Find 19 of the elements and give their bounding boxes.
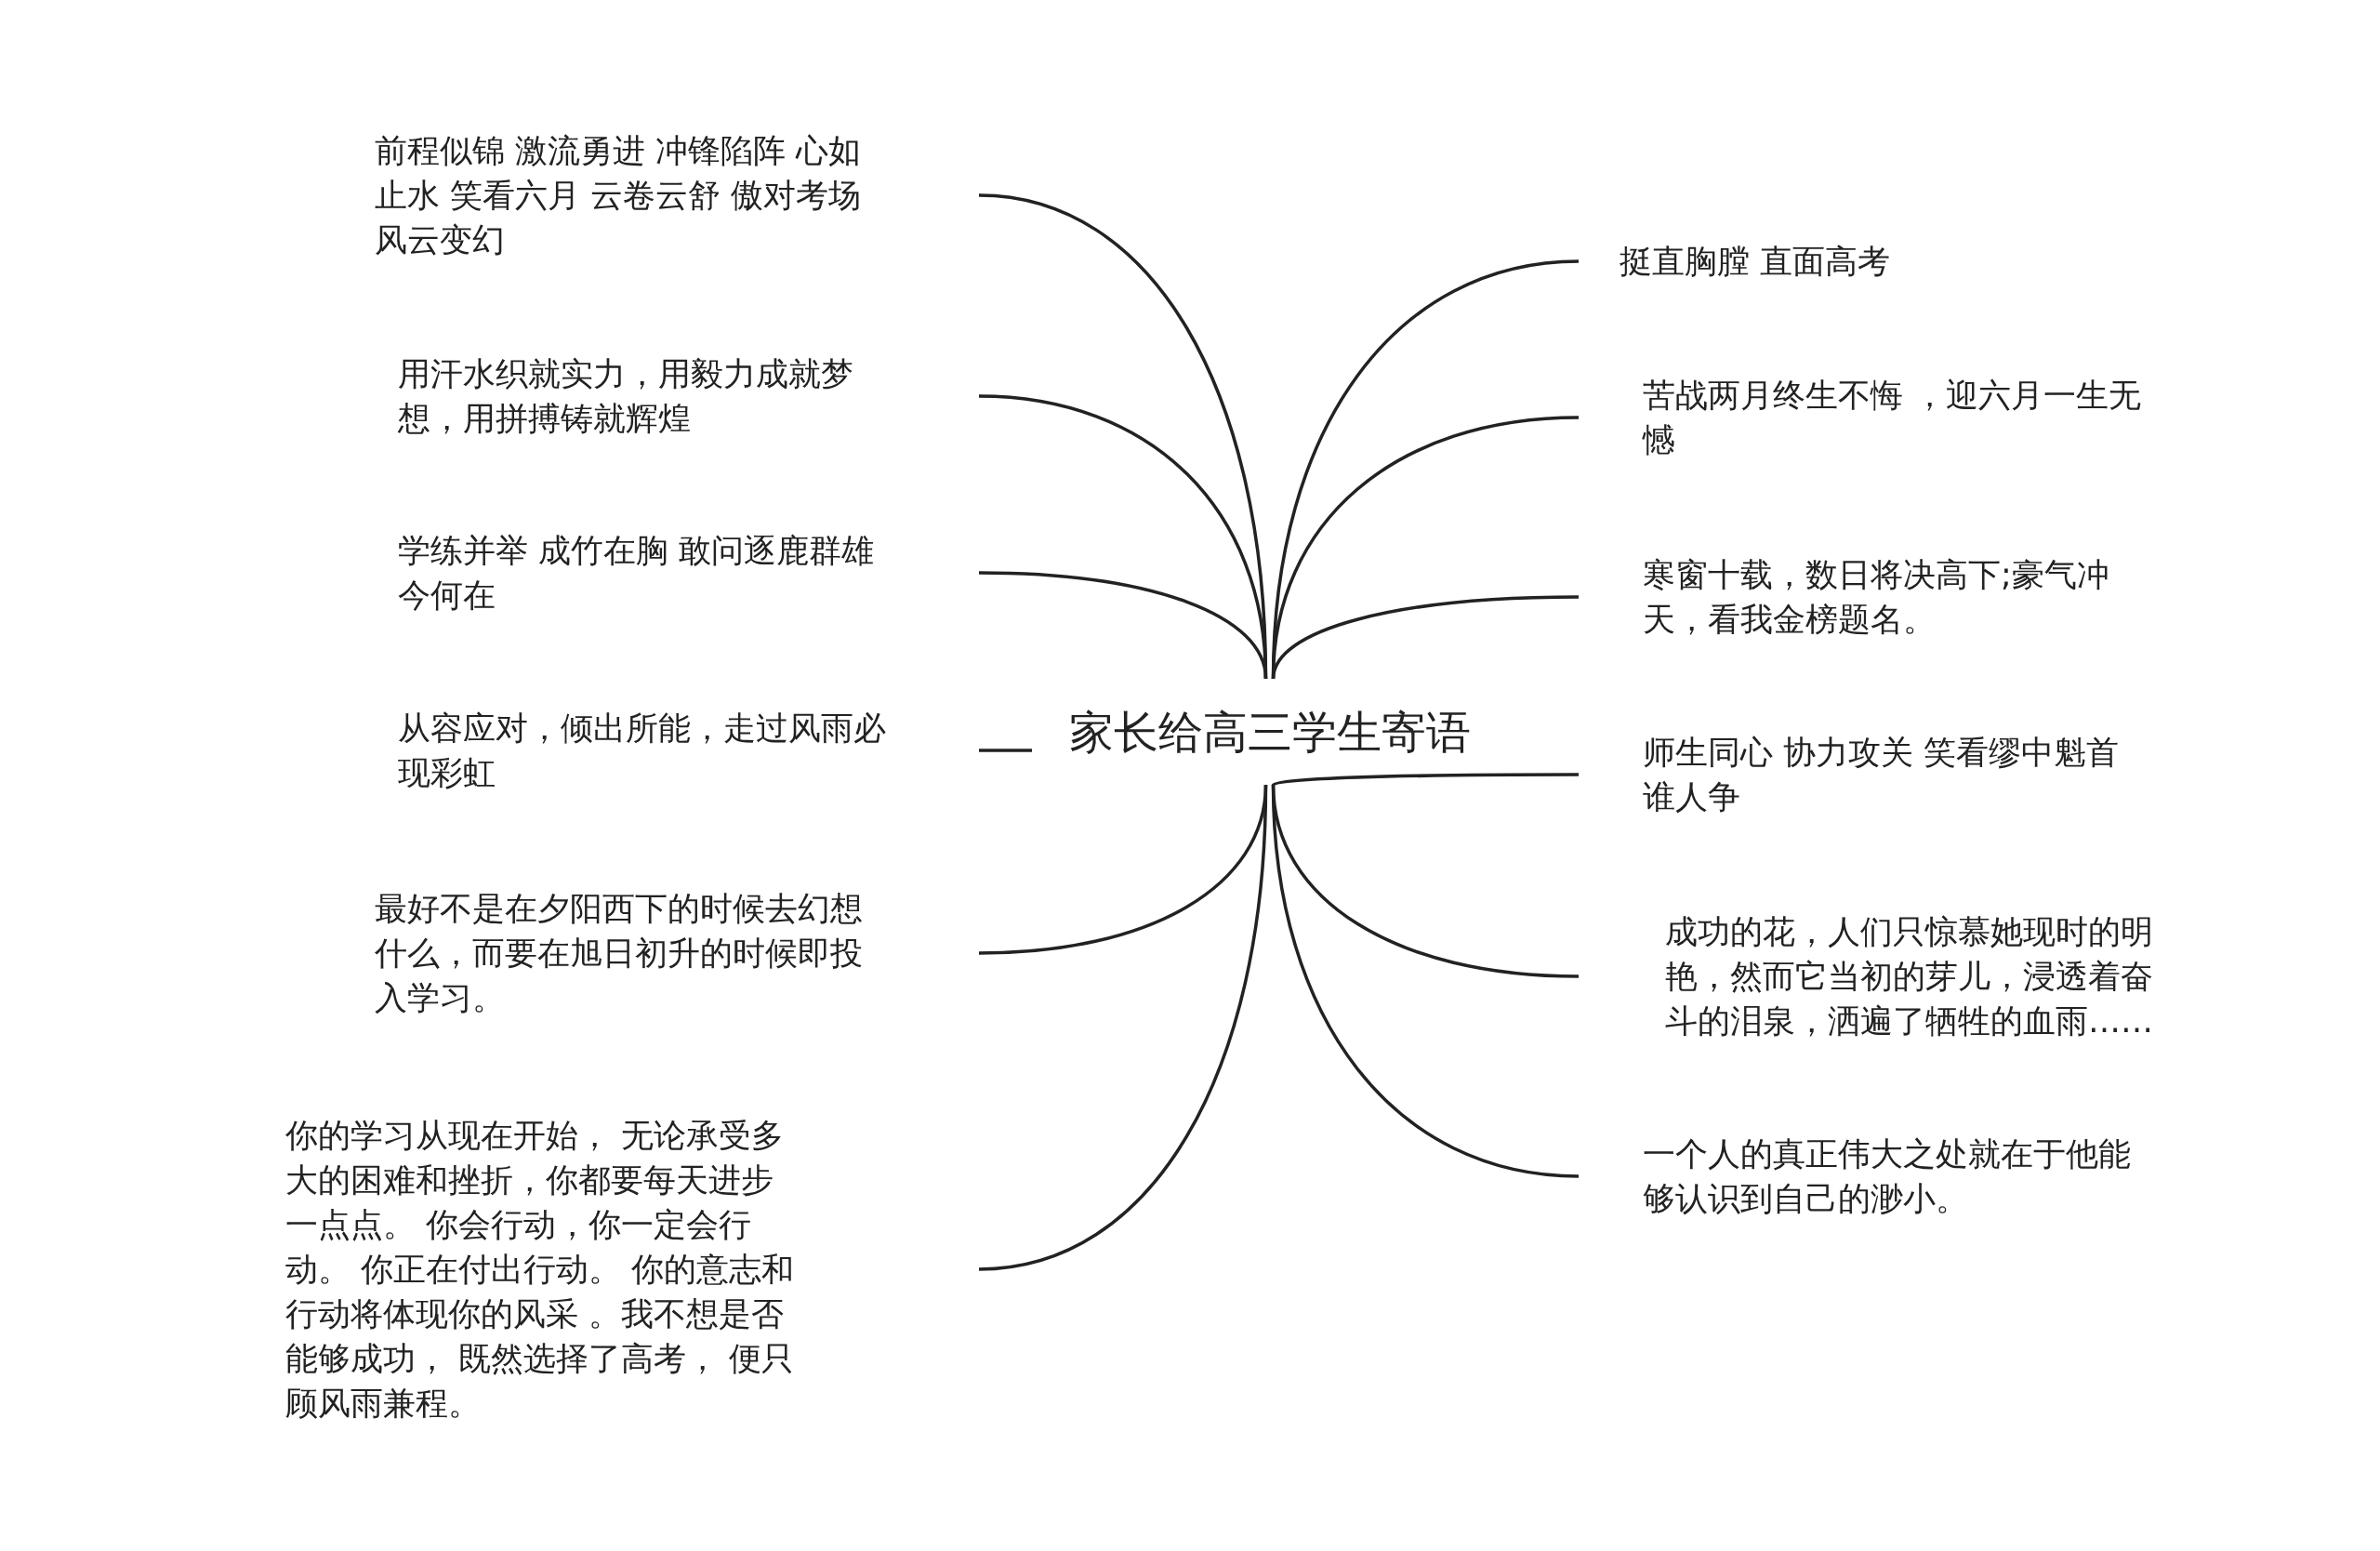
branch-text: 从容应对，倾出所能，走过风雨必现彩虹 <box>398 709 887 793</box>
branch-text: 寒窗十载，数日将决高下;豪气冲天，看我金榜题名。 <box>1643 555 2110 640</box>
branch-text: 前程似锦 激流勇进 冲锋陷阵 心如止水 笑看六月 云卷云舒 傲对考场风云变幻 <box>375 131 863 260</box>
branch-text: 你的学习从现在开始， 无论承受多大的困难和挫折，你都要每天进步一点点。 你会行动，你一定会行动。 你正在付出行动。 你的意志和行动将体现你的风采 。我不想是否能够成功， 既然选择了高考， 便只顾风雨兼程。 <box>285 1116 796 1424</box>
branch-line <box>978 571 1268 680</box>
branch-text: 师生同心 协力攻关 笑看缪中魁首谁人争 <box>1643 733 2121 817</box>
branch-text: 成功的花，人们只惊慕她现时的明艳，然而它当初的芽儿，浸透着奋斗的泪泉，洒遍了牺牲的血雨…… <box>1665 912 2154 1041</box>
branch-text: 用汗水织就实力，用毅力成就梦想，用拼搏铸就辉煌 <box>398 354 854 439</box>
branch-text: 一个人的真正伟大之处就在于他能够认识到自己的渺小。 <box>1643 1134 2132 1219</box>
branch-line <box>979 749 1032 752</box>
branch-line <box>978 784 1268 1271</box>
branch-text: 学练并举 成竹在胸 敢问逐鹿群雄今何在 <box>398 531 876 616</box>
branch-line <box>1272 773 1579 787</box>
branch-text: 最好不是在夕阳西下的时候去幻想什么，而要在旭日初升的时候即投入学习。 <box>375 889 864 1018</box>
branch-text: 苦战两月终生不悔 ，迎六月一生无憾 <box>1643 376 2143 460</box>
branch-text: 挺直胸膛 直面高考 <box>1620 242 1892 282</box>
branch-line <box>1271 784 1580 1178</box>
branch-line <box>1271 595 1580 680</box>
topic-text: 家长给高三学生寄语 <box>1068 705 1471 760</box>
